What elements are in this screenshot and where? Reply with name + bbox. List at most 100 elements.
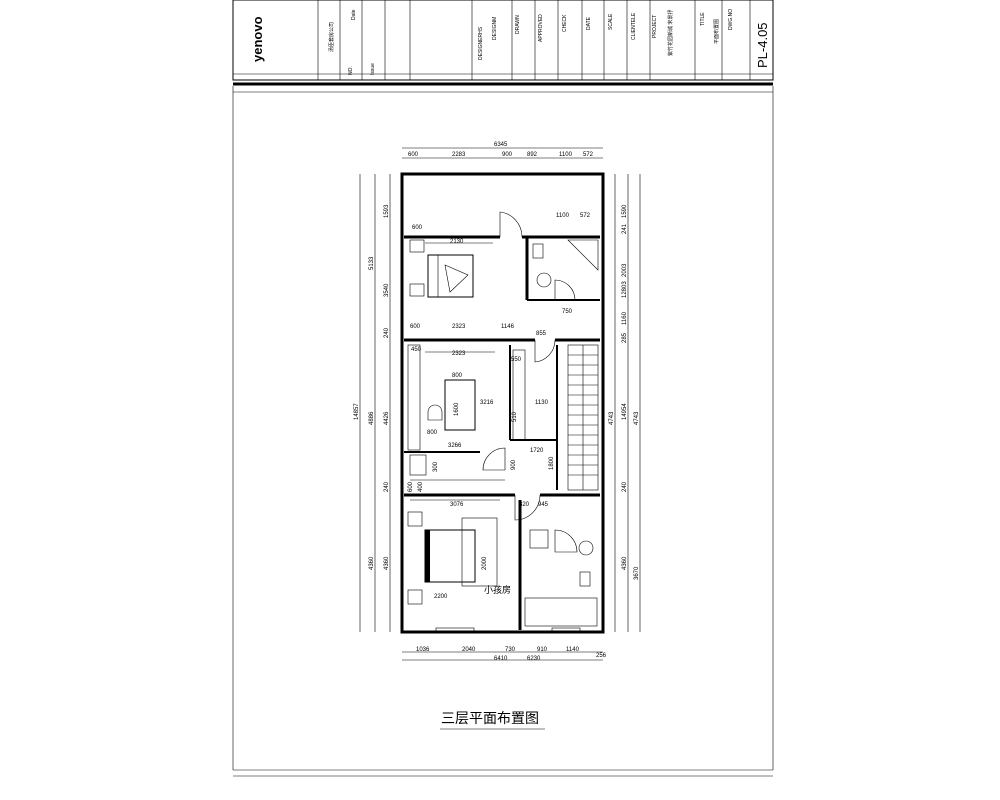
cabinet-right [512,349,526,441]
dim-right-inner-2: 2003 [622,263,628,277]
dim-top-4: 1100 [559,152,573,158]
dwgno-label: DWG.NO [728,9,734,30]
dim-left-inner-5: 4360 [384,556,390,570]
shower-corner [567,239,599,271]
washbasin-lower [529,529,549,549]
dim-bottom-2: 730 [505,647,516,653]
dim-right-inner-5: 4743 [634,411,640,425]
door-bedroom-top [499,211,523,238]
bathtub [524,597,598,627]
interior-dim: 1720 [530,448,544,454]
door-bathroom-top [554,279,576,301]
dim-top-overall: 6345 [494,142,508,148]
bed-child [424,529,476,583]
dim-left-mid-2: 4360 [369,556,375,570]
interior-dim: 2130 [450,239,464,245]
interior-dim: 900 [511,459,517,470]
dim-right-inner-7: 3670 [634,566,640,580]
interior-dim: 2323 [452,324,466,330]
interior-dim: 820 [519,502,530,508]
interior-dim: 1600 [454,402,460,416]
wardrobe-left [407,344,421,451]
drawn-label: DRAWN [515,15,521,34]
study-desk-child [461,517,498,587]
dim-left-inner-2: 240 [384,327,390,338]
dim-right-inner-4: 285 [622,332,628,343]
interior-dim: 855 [536,331,547,337]
bathroom-top-fixtures [532,239,599,288]
study-furniture [407,344,526,481]
project-label: PROJECT [652,15,658,38]
bottom-dimensions: 1036 2040 730 910 1140 256 6410 6230 [416,647,607,662]
dim-right-inner-6: 240 [622,481,628,492]
dim-bottom-1: 2040 [462,647,476,653]
interior-dim: 450 [411,347,422,353]
dim-right-overall: 14954 [622,403,628,420]
interior-dim: 800 [452,373,463,379]
bathroom-lower-fixtures [524,529,598,627]
dim-left-mid-0: 5133 [369,256,375,270]
dim-top-5: 572 [583,152,594,158]
interior-dim: 2323 [452,351,466,357]
interior-dim: 550 [511,357,522,363]
window-bottom-right [551,627,581,633]
interior-dim: 400 [418,481,424,492]
title-value: 平面布置图 [713,19,720,44]
chair-icon [427,404,443,421]
col-date-label: Date [351,9,357,20]
child-room-furniture [407,499,581,633]
col-no-label: NO. [348,66,354,75]
door-bathroom-lower [554,529,578,553]
room-label-child: 小孩房 [484,584,511,596]
dim-bottom-0: 1036 [416,647,430,653]
dim-right-mid-0: 12803 [622,281,628,298]
dim-right-mid-2: 4360 [622,556,628,570]
designer-label: DESIGNERHS [478,26,484,60]
desk [444,379,476,431]
dim-top-0: 600 [408,152,419,158]
check-label: CHECK [562,14,568,32]
right-dimensions: 14954 12803 4743 4360 1590 241 2003 1160… [609,204,640,580]
interior-dim: 1146 [501,324,515,330]
dim-left-inner-0: 1593 [384,204,390,218]
interior-dim: 2000 [482,556,488,570]
interior-dim: 1130 [535,400,549,406]
scale-label: SCALE [608,13,614,30]
interior-dim: 600 [408,481,414,492]
title-block: yenovo 汤臣套房公司 NO. Issue Date DESIGNERHS … [232,0,774,86]
approved-label: APPROVED [538,14,544,42]
dim-right-mid-1: 4743 [609,411,615,425]
dim-bottom-overall: 6410 [494,656,508,662]
toilet-lower [579,571,591,587]
interior-dim: 600 [410,324,421,330]
dim-left-inner-4: 240 [384,481,390,492]
logo: yenovo [250,16,265,62]
interior-dim: 572 [580,213,591,219]
client-label: CLIENTELE [631,12,637,40]
door-child-room [514,494,541,521]
interior-dim: 300 [433,461,439,472]
sheet-frame [232,86,774,777]
dim-right-inner-1: 241 [622,223,628,234]
plan-caption: 三层平面布置图 [441,711,539,727]
dim-right-inner-3: 1160 [622,311,628,325]
project-value: 紫竹花园新城 宋景抒 [667,10,674,56]
door-study [534,339,556,363]
date-label: DATE [586,16,592,30]
dwgno-value: PL-4.05 [755,22,770,68]
dimension-lines [359,147,641,661]
interior-dim: 510 [512,411,518,422]
interior-walls [404,235,600,630]
col-issue-label: Issue [370,63,376,75]
dim-bottom-note: 6230 [527,656,541,662]
dim-left-mid-1: 4886 [369,411,375,425]
interior-dim: 3076 [450,502,464,508]
dim-bottom-4: 1140 [566,647,580,653]
bed-top [409,239,493,298]
title-label: TITLE [700,12,706,26]
design-label: DESIGNM [492,17,498,40]
interior-dim: 750 [562,309,573,315]
interior-dim: 1800 [549,456,555,470]
interior-dim: 800 [427,430,438,436]
